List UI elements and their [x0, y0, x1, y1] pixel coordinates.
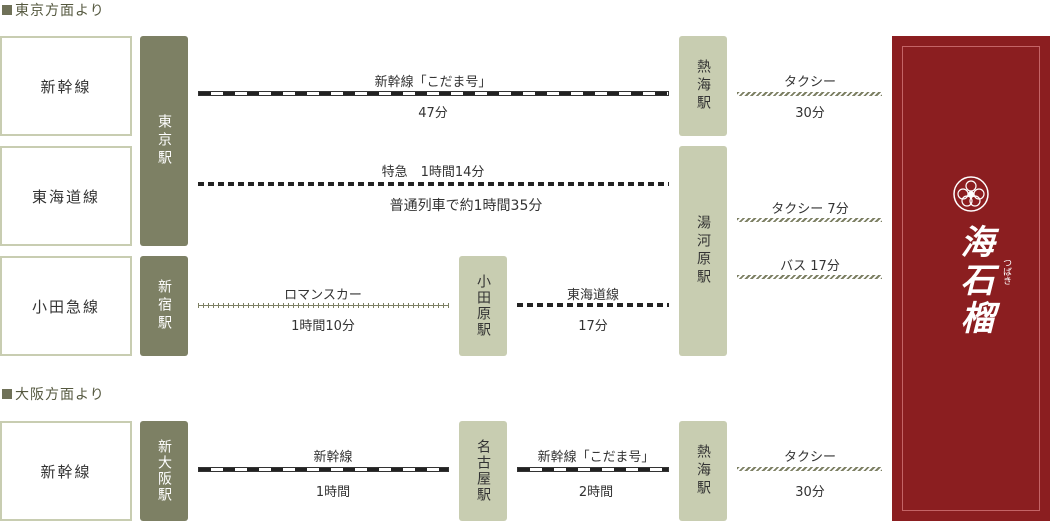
- route-tokkyu-alt: 普通列車で約1時間35分: [389, 198, 543, 214]
- bus-yugawara-track: [737, 275, 882, 279]
- line-box-odakyu: 小田急線: [0, 256, 132, 356]
- route-kodama-time: 47分: [418, 106, 448, 121]
- osaka-section-heading: 大阪方面より: [2, 384, 105, 404]
- route-osaka-shinkansen-time: 1時間: [315, 485, 351, 500]
- taxi-atami-time: 30分: [795, 106, 825, 121]
- bus-yugawara-label: バス 17分: [780, 259, 840, 274]
- route-kodama-label: 新幹線「こだま号」: [374, 75, 492, 90]
- taxi-atami-label: タクシー: [783, 75, 837, 90]
- taxi-yugawara-label: タクシー 7分: [771, 202, 849, 217]
- camellia-crest-icon: [953, 176, 989, 212]
- route-osaka-shinkansen-label: 新幹線: [313, 450, 353, 465]
- brand-border: [902, 46, 1040, 511]
- taxi-osaka-track: [737, 467, 882, 471]
- tokaido-short-track: [517, 303, 669, 307]
- nagoya-shinkansen-track: [517, 467, 669, 472]
- shinkansen-track: [198, 91, 669, 96]
- route-nagoya-kodama-label: 新幹線「こだま号」: [537, 450, 655, 465]
- route-romancecar-time: 1時間10分: [291, 319, 355, 334]
- route-tokaido-label: 東海道線: [566, 288, 620, 303]
- odakyu-track: [198, 303, 449, 308]
- line-box-tokaido: 東海道線: [0, 146, 132, 246]
- taxi-osaka-label: タクシー: [783, 450, 837, 465]
- line-box-shinkansen: 新幹線: [0, 36, 132, 136]
- taxi-yugawara-track: [737, 218, 882, 222]
- brand-logo: 海石榴 つばき: [954, 224, 1011, 338]
- line-box-shinkansen-osaka: 新幹線: [0, 421, 132, 521]
- taxi-atami-track: [737, 92, 882, 96]
- station-shin-osaka: 新大阪駅: [140, 421, 188, 521]
- station-odawara: 小田原駅: [459, 256, 507, 356]
- route-tokkyu-label: 特急 1時間14分: [381, 165, 485, 180]
- brand-panel: 海石榴 つばき: [892, 36, 1050, 521]
- taxi-osaka-time: 30分: [795, 485, 825, 500]
- route-nagoya-kodama-time: 2時間: [578, 485, 614, 500]
- station-atami-osaka: 熱海駅: [679, 421, 727, 521]
- route-romancecar-label: ロマンスカー: [284, 288, 362, 303]
- station-yugawara: 湯河原駅: [679, 146, 727, 356]
- station-atami: 熱海駅: [679, 36, 727, 136]
- brand-ruby: つばき: [1001, 258, 1011, 285]
- station-shinjuku: 新宿駅: [140, 256, 188, 356]
- osaka-shinkansen-track: [198, 467, 449, 472]
- tokyo-section-heading: 東京方面より: [2, 0, 105, 20]
- station-nagoya: 名古屋駅: [459, 421, 507, 521]
- tokaido-track: [198, 182, 669, 186]
- route-tokaido-time: 17分: [578, 319, 608, 334]
- station-tokyo: 東京駅: [140, 36, 188, 246]
- square-bullet-icon: [2, 5, 12, 15]
- square-bullet-icon: [2, 389, 12, 399]
